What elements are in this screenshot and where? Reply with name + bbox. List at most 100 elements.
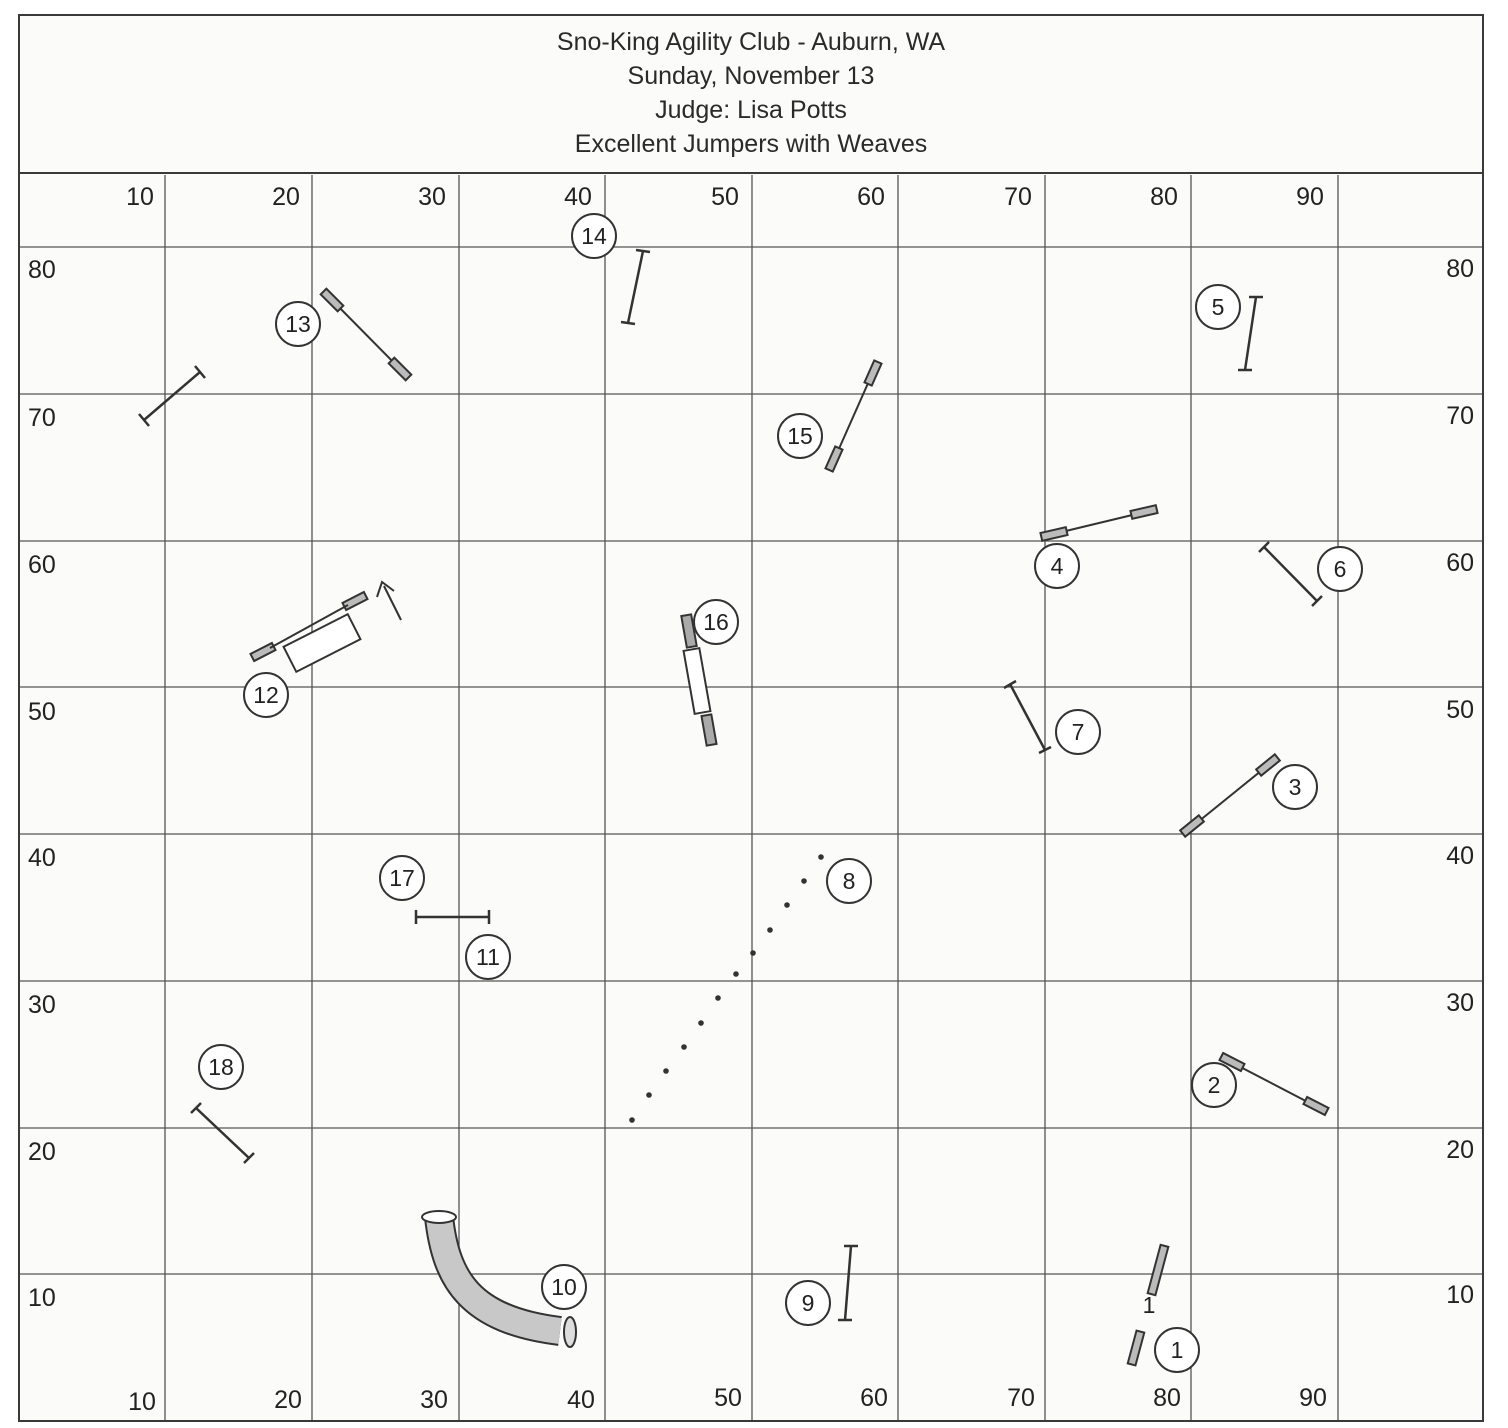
judge-name: Judge: Lisa Potts: [655, 96, 847, 124]
extra-jump-icon: [138, 365, 206, 427]
number-12-marker: 12: [243, 672, 289, 718]
jump-5-icon: [1238, 295, 1263, 372]
number-7-marker: 7: [1055, 709, 1101, 755]
jump-9-icon: [838, 1244, 858, 1322]
jump-1-icon: [1126, 1243, 1170, 1367]
number-6-marker: 6: [1317, 546, 1363, 592]
x-tick: 60: [860, 1384, 888, 1412]
y-tick: 60: [28, 551, 56, 579]
x-tick: 50: [711, 183, 739, 211]
number-4-marker: 4: [1034, 543, 1080, 589]
number-5-marker: 5: [1195, 284, 1241, 330]
number-11-marker: 11: [465, 934, 511, 980]
svg-text:10: 10: [551, 1274, 577, 1300]
obstacle-numbers: 1 2 3 4 5 6 7 8 9 10 11 12 13 14 15 16 1…: [198, 213, 1363, 1373]
class-name: Excellent Jumpers with Weaves: [574, 130, 928, 158]
jump-12-icon: [249, 580, 402, 674]
y-ticks-left: 80 70 60 50 40 30 20 10: [28, 256, 56, 1312]
x-tick: 10: [128, 1388, 156, 1416]
course-header: Sno-King Agility Club - Auburn, WA Sunda…: [18, 14, 1484, 174]
y-tick: 20: [28, 1138, 56, 1166]
jump-4-icon: [1039, 503, 1159, 543]
y-tick: 70: [28, 404, 56, 432]
y-tick: 30: [1446, 989, 1474, 1017]
course-map-frame: [18, 14, 1484, 1422]
number-9-marker: 9: [785, 1280, 831, 1326]
number-14-marker: 14: [571, 213, 617, 259]
number-17-marker: 17: [379, 855, 425, 901]
svg-text:8: 8: [843, 868, 856, 894]
event-date: Sunday, November 13: [627, 62, 875, 90]
svg-text:7: 7: [1072, 719, 1085, 745]
x-tick: 30: [420, 1386, 448, 1414]
y-tick: 30: [28, 991, 56, 1019]
y-ticks-right: 80 70 60 50 40 30 20 10: [1446, 255, 1474, 1309]
x-tick: 30: [418, 183, 446, 211]
grid-lines: [20, 175, 1482, 1420]
weave-poles-icon: [629, 854, 824, 1123]
svg-text:17: 17: [389, 865, 415, 891]
y-tick: 40: [1446, 842, 1474, 870]
svg-text:11: 11: [476, 944, 500, 970]
svg-text:13: 13: [285, 311, 311, 337]
x-tick: 70: [1004, 183, 1032, 211]
x-tick: 60: [857, 183, 885, 211]
x-tick: 20: [274, 1386, 302, 1414]
x-tick: 20: [272, 183, 300, 211]
x-ticks-bottom: 10 20 30 40 50 60 70 80 90: [128, 1384, 1327, 1416]
x-tick: 90: [1299, 1384, 1327, 1412]
x-tick: 90: [1296, 183, 1324, 211]
jump-14-icon: [620, 248, 651, 326]
svg-text:15: 15: [787, 423, 813, 449]
jump-11-icon: [414, 910, 491, 924]
y-tick: 10: [28, 1284, 56, 1312]
x-tick: 80: [1150, 183, 1178, 211]
y-tick: 50: [1446, 696, 1474, 724]
jump-18-icon: [190, 1102, 255, 1164]
tunnel-icon: [421, 1210, 577, 1348]
y-tick: 20: [1446, 1136, 1474, 1164]
number-3-marker: 3: [1272, 764, 1318, 810]
number-8-marker: 8: [826, 858, 872, 904]
jump-6-icon: [1258, 541, 1323, 607]
y-tick: 10: [1446, 1281, 1474, 1309]
svg-text:3: 3: [1289, 774, 1302, 800]
svg-text:2: 2: [1208, 1072, 1221, 1098]
svg-text:9: 9: [802, 1290, 815, 1316]
svg-text:16: 16: [703, 609, 729, 635]
svg-text:1: 1: [1171, 1337, 1184, 1363]
y-tick: 70: [1446, 402, 1474, 430]
x-ticks-top: 10 20 30 40 50 60 70 80 90: [126, 183, 1324, 211]
svg-text:18: 18: [208, 1054, 234, 1080]
bar-jumps: [138, 248, 1323, 1322]
jump-2-icon: [1218, 1051, 1330, 1117]
x-tick: 50: [714, 1384, 742, 1412]
number-1-marker: 1: [1154, 1327, 1200, 1373]
jump-16-icon: [680, 613, 718, 747]
club-title: Sno-King Agility Club - Auburn, WA: [556, 28, 946, 56]
jump-3-icon: [1178, 752, 1282, 839]
x-tick: 70: [1007, 1384, 1035, 1412]
number-18-marker: 18: [198, 1044, 244, 1090]
svg-text:5: 5: [1212, 294, 1225, 320]
y-tick: 40: [28, 844, 56, 872]
jump-7-icon: [1003, 679, 1052, 755]
y-tick: 60: [1446, 549, 1474, 577]
x-tick: 40: [564, 183, 592, 211]
number-10-marker: 10: [541, 1264, 587, 1310]
number-15-marker: 15: [777, 413, 823, 459]
y-tick: 80: [28, 256, 56, 284]
x-tick: 10: [126, 183, 154, 211]
x-tick: 80: [1153, 1384, 1181, 1412]
x-tick: 40: [567, 1386, 595, 1414]
svg-text:14: 14: [581, 223, 607, 249]
jump-13-icon: [319, 287, 413, 382]
svg-text:4: 4: [1051, 553, 1064, 579]
jump-15-icon: [824, 359, 883, 473]
number-16-marker: 16: [693, 599, 739, 645]
svg-text:12: 12: [253, 682, 279, 708]
number-2-marker: 2: [1191, 1062, 1237, 1108]
y-tick: 80: [1446, 255, 1474, 283]
start-label: 1: [1143, 1292, 1156, 1318]
